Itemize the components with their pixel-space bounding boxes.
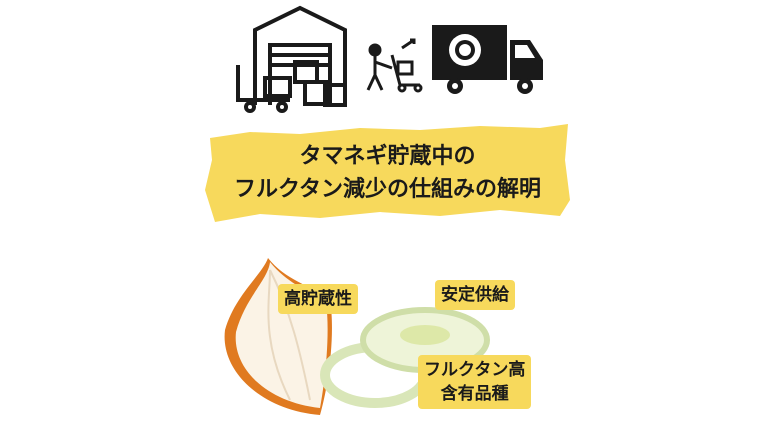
tag-high-fructan-variety: フルクタン高 含有品種 — [418, 355, 532, 409]
tag-high-storability: 高貯蔵性 — [278, 284, 358, 314]
title-line-1: タマネギ貯蔵中の — [299, 144, 476, 169]
warehouse-icon — [236, 5, 347, 113]
truck-icon — [432, 25, 543, 94]
worker-with-cart-icon — [366, 38, 423, 93]
tag-fructan-line-2: 含有品種 — [440, 384, 509, 404]
page-title: タマネギ貯蔵中の フルクタン減少の仕組みの解明 — [205, 140, 570, 206]
tag-fructan-line-1: フルクタン高 — [424, 360, 526, 380]
tag-stable-supply: 安定供給 — [435, 280, 515, 310]
title-banner — [205, 124, 570, 222]
title-line-2: フルクタン減少の仕組みの解明 — [233, 177, 542, 202]
onion-half-icon — [224, 258, 332, 415]
